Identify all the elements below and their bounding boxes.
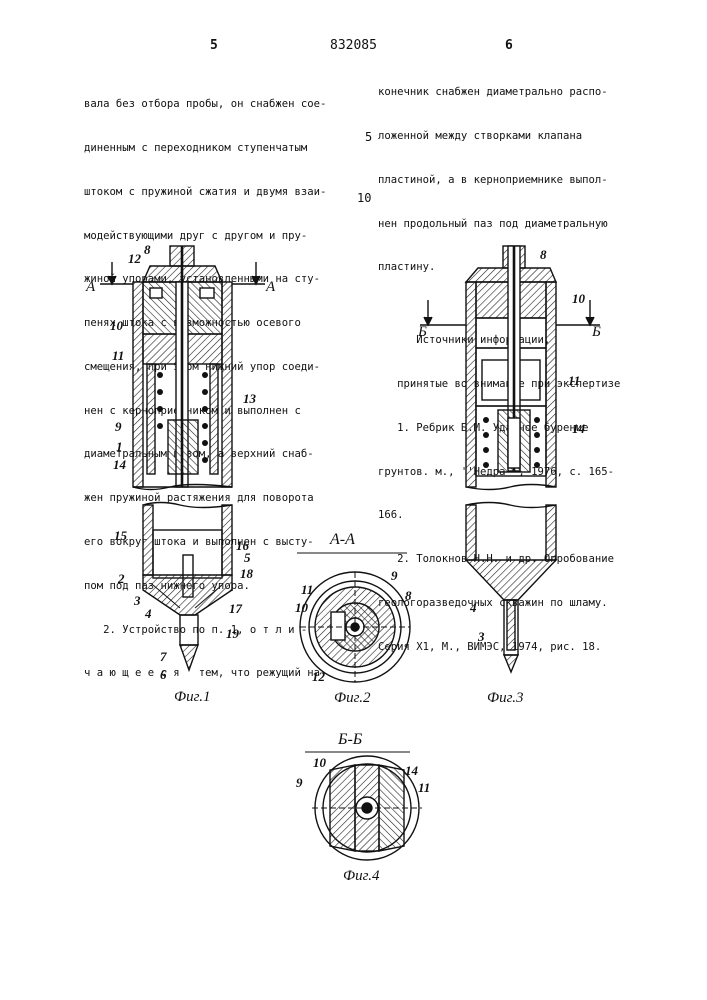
callout: 14 <box>572 421 586 436</box>
callout: 12 <box>312 669 326 684</box>
callout: 9 <box>115 419 122 434</box>
callout: 8 <box>405 588 412 603</box>
callout: 9 <box>391 568 398 583</box>
callout: 5 <box>244 550 251 565</box>
callout: 3 <box>133 593 141 608</box>
callout: 11 <box>418 780 430 795</box>
figure-3-drawing <box>420 246 600 672</box>
callout: 9 <box>296 775 303 790</box>
callout: 6 <box>160 667 167 682</box>
cut-label-b-right: Б <box>591 324 601 340</box>
callout: 8 <box>144 242 151 257</box>
callout: 12 <box>128 251 142 266</box>
callout: 11 <box>112 348 124 363</box>
section-b-b-title: Б-Б <box>337 731 363 748</box>
callout: 14 <box>113 457 127 472</box>
callout: 17 <box>229 601 243 616</box>
callout: 14 <box>405 763 419 778</box>
callout: 11 <box>301 582 313 597</box>
section-a-a-title: А-А <box>329 531 355 548</box>
callout: 11 <box>568 373 580 388</box>
callout: 4 <box>144 606 152 621</box>
figure-3-caption: Фиг.3 <box>487 690 523 706</box>
callout: 10 <box>572 291 586 306</box>
callout: 13 <box>243 391 257 406</box>
figure-1-caption: Фиг.1 <box>174 689 210 705</box>
figure-2-caption: Фиг.2 <box>334 690 371 706</box>
callout: 10 <box>313 755 327 770</box>
cut-label-b-left: Б <box>417 324 427 340</box>
cut-label-a-left: А <box>85 279 96 295</box>
callout: 3 <box>477 629 485 644</box>
callout: 10 <box>110 318 124 333</box>
callout: 2 <box>117 571 125 586</box>
callout: 19 <box>226 626 240 641</box>
callout: 18 <box>240 566 254 581</box>
callout: 1 <box>116 439 123 454</box>
callout: 4 <box>469 600 477 615</box>
callout: 10 <box>295 600 309 615</box>
cut-label-a-right: А <box>265 279 276 295</box>
figure-4-caption: Фиг.4 <box>343 868 380 884</box>
callout: 15 <box>114 528 128 543</box>
callout: 7 <box>160 649 167 664</box>
callout: 8 <box>540 247 547 262</box>
